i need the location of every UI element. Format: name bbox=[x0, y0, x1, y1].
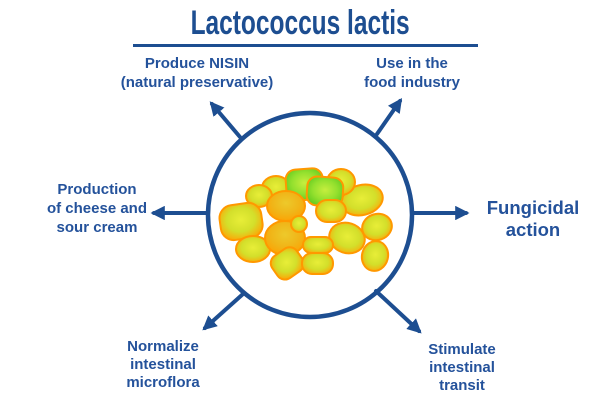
label-stimulate-transit: Stimulate intestinal transit bbox=[428, 341, 496, 394]
central-circle bbox=[205, 110, 415, 320]
label-food-industry: Use in the food industry bbox=[364, 55, 460, 91]
bacterium bbox=[290, 215, 308, 233]
bacterium bbox=[328, 221, 366, 255]
bacterium bbox=[361, 212, 393, 242]
label-normalize-microflora: Normalize intestinal microflora bbox=[126, 338, 200, 391]
label-cheese-sour-cream: Production of cheese and sour cream bbox=[46, 181, 148, 236]
label-fungicidal-action: Fungicidal action bbox=[486, 197, 580, 240]
bacterium bbox=[360, 240, 390, 272]
page-title-wrap: Lactococcus lactis bbox=[0, 4, 600, 42]
bacterium bbox=[301, 252, 334, 275]
bacterium bbox=[269, 246, 305, 281]
arrow-down-right bbox=[374, 289, 422, 334]
label-produce-nisin: Produce NISIN (natural preservative) bbox=[120, 55, 274, 91]
arrow-up-right bbox=[375, 98, 403, 136]
arrow-up-left bbox=[209, 101, 242, 139]
bacteria-cluster-illustration bbox=[218, 167, 393, 281]
page-title: Lactococcus lactis bbox=[190, 4, 410, 42]
bacterium bbox=[315, 199, 347, 223]
arrow-down-left bbox=[202, 292, 245, 331]
bacterium bbox=[302, 236, 334, 254]
title-underline bbox=[133, 44, 478, 48]
